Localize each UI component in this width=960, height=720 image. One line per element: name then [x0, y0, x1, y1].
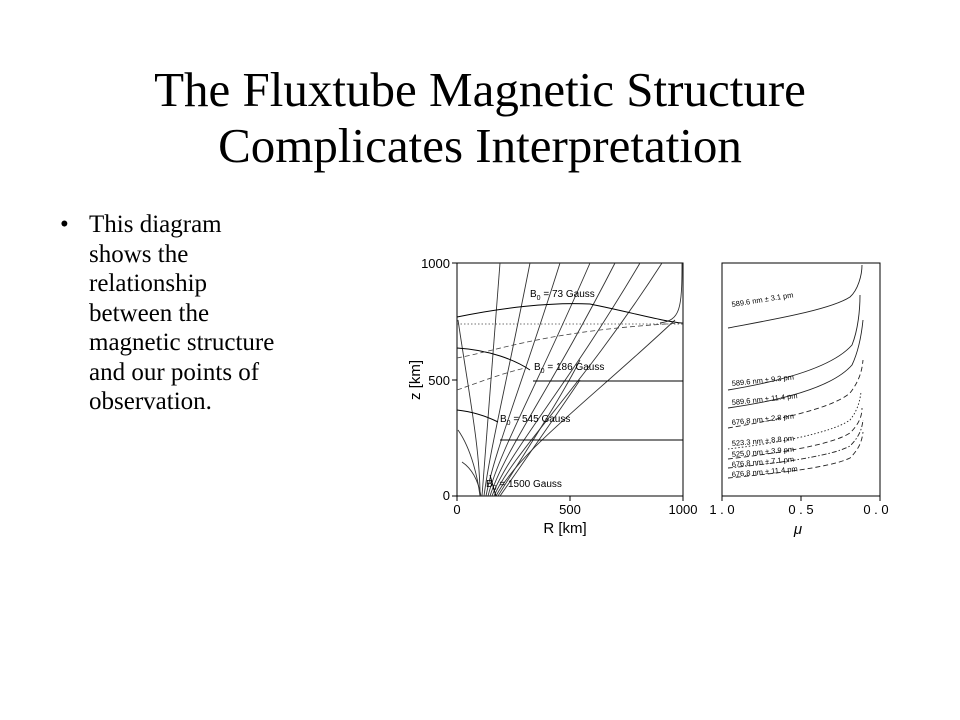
bullet-text: This diagram shows the relationship betw…: [89, 210, 379, 417]
flux-tube-field-lines: [457, 262, 683, 497]
mu-tick-label: 0 . 0: [863, 502, 888, 517]
x-tick-label: 0: [453, 502, 460, 517]
field-strength-label-545: B0 = 545 Gauss: [500, 414, 570, 427]
field-strength-label-73: B0 = 73 Gauss: [530, 289, 595, 302]
bullet-line: This diagram: [89, 211, 222, 238]
bullet-line: relationship: [89, 270, 208, 297]
right-panel-axes: [721, 262, 881, 501]
bullet-icon: •: [60, 211, 69, 238]
left-panel: 1000 500 0 0 500 1000 z [km] R [km]: [407, 256, 697, 537]
observation-height-lines: [456, 322, 684, 391]
title-line-2: Complicates Interpretation: [218, 118, 742, 173]
flux-tube-boundary: [456, 303, 684, 497]
y-tick-label: 500: [428, 373, 450, 388]
slide-title: The Fluxtube Magnetic Structure Complica…: [0, 62, 960, 174]
fluxtube-diagram: 1000 500 0 0 500 1000 z [km] R [km]: [407, 256, 889, 538]
y-tick-label: 1000: [421, 256, 450, 271]
spectral-line-label: 676.8 nm ± 2.8 pm: [731, 412, 794, 427]
x-tick-label: 500: [559, 502, 581, 517]
y-axis-label: z [km]: [407, 360, 424, 400]
right-panel: 1 . 0 0 . 5 0 . 0 μ 589.6 nm ± 3.1 pm 58…: [709, 262, 889, 538]
bullet-line: and our points of: [89, 358, 260, 386]
bullet-line: between the: [89, 299, 210, 327]
x-tick-label: 1000: [669, 502, 698, 517]
bullet-line: magnetic structure: [89, 329, 275, 356]
spectral-line-label: 589.6 nm ± 11.4 pm: [731, 391, 798, 407]
spectral-line-curves: [727, 264, 864, 479]
bullet-line: shows the: [89, 240, 189, 268]
spectral-line-label: 589.6 nm ± 3.1 pm: [731, 290, 794, 309]
field-strength-label-1500: B0 = 1500 Gauss: [486, 479, 562, 492]
field-strength-label-186: B0 = 186 Gauss: [534, 362, 604, 375]
spectral-line-label: 589.6 nm ± 9.3 pm: [731, 373, 794, 388]
left-panel-axes: [452, 262, 684, 501]
title-line-1: The Fluxtube Magnetic Structure: [154, 62, 806, 117]
x-axis-label: R [km]: [543, 520, 586, 537]
bullet-line: observation.: [89, 388, 212, 415]
mu-axis-label: μ: [793, 521, 802, 538]
mu-tick-label: 0 . 5: [788, 502, 813, 517]
y-tick-label: 0: [443, 488, 450, 503]
mu-tick-label: 1 . 0: [709, 502, 734, 517]
spectral-line-labels: 589.6 nm ± 3.1 pm 589.6 nm ± 9.3 pm 589.…: [731, 290, 798, 479]
